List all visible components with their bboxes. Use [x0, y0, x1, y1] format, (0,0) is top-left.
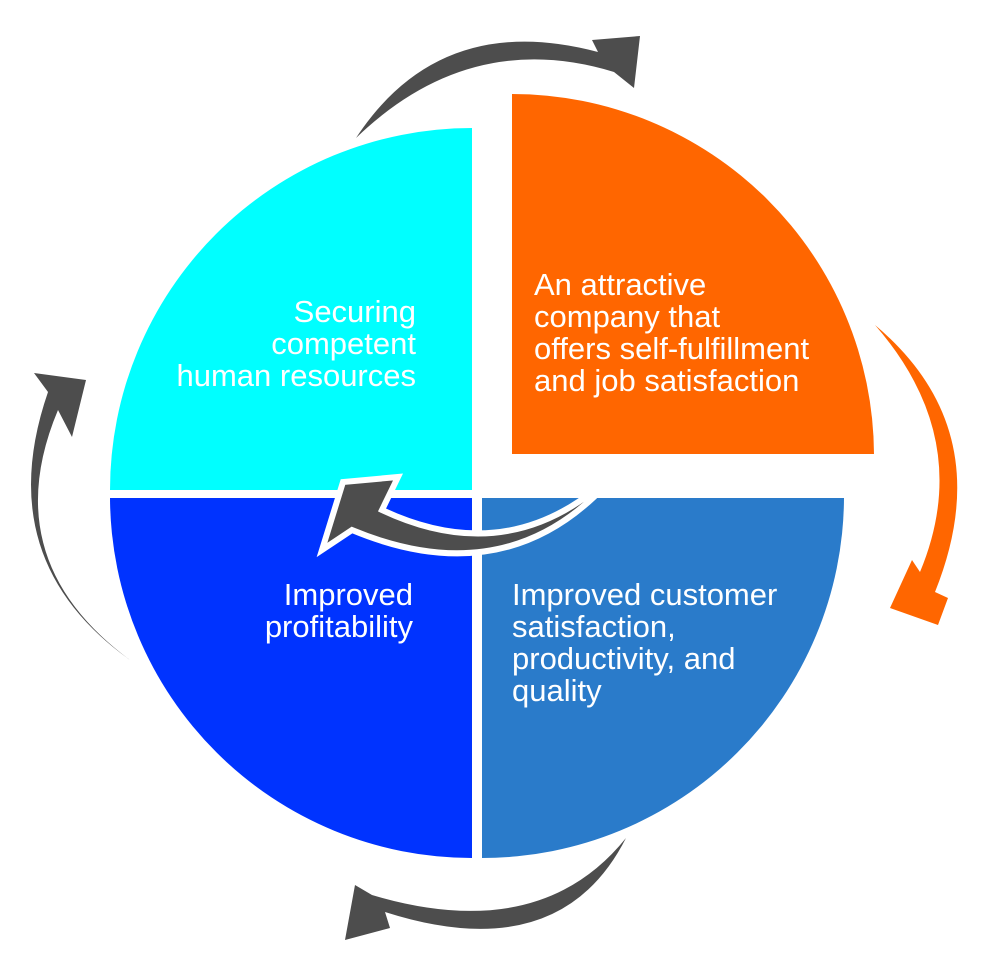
label-profitability: Improved profitability — [264, 577, 413, 644]
center-arrow-icon — [316, 457, 630, 558]
label-securing-human-resources: Securing competent human resources — [176, 294, 416, 393]
quadrant-securing-human-resources — [110, 128, 472, 490]
quadrant-customer-satisfaction — [482, 498, 844, 858]
quadrant-profitability — [110, 498, 472, 859]
cycle-arrow-top-icon — [356, 36, 640, 138]
label-customer-satisfaction: Improved customer satisfaction, producti… — [512, 577, 778, 708]
cycle-arrow-right-icon — [875, 325, 958, 625]
label-attractive-company: An attractive company that offers self-f… — [534, 267, 810, 398]
quadrant-attractive-company — [512, 94, 874, 454]
cycle-arrow-bottom-icon — [345, 838, 626, 940]
